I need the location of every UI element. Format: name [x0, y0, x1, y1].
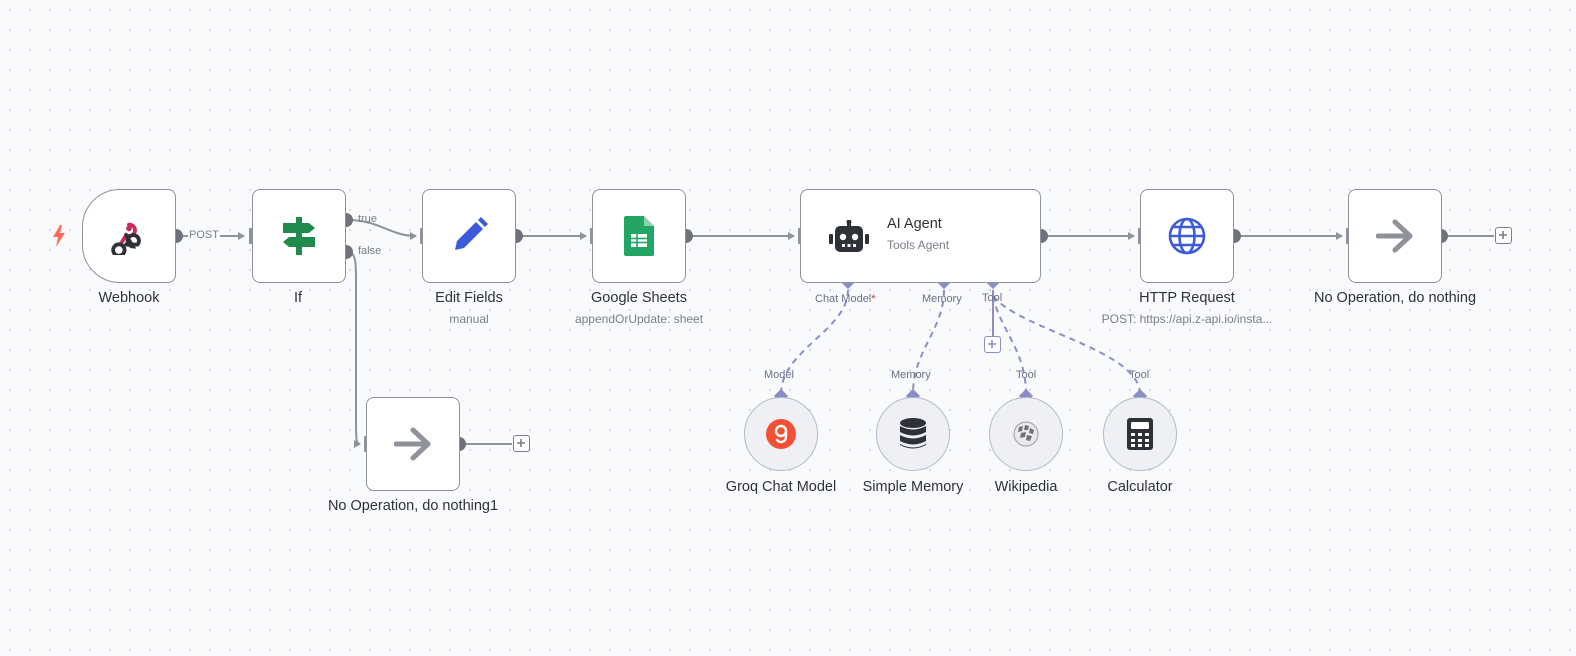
- globe-icon: [1167, 216, 1207, 256]
- node-edit-fields-label: Edit Fields: [435, 290, 503, 306]
- node-simple-memory-label: Simple Memory: [862, 479, 964, 495]
- required-mark: *: [871, 293, 876, 305]
- wire-agent-wikipedia[interactable]: [992, 295, 1027, 395]
- node-calculator-label: Calculator: [1107, 479, 1173, 495]
- node-if-label: If: [293, 290, 303, 306]
- signpost-icon: [279, 215, 319, 257]
- plus-icon: [517, 439, 525, 447]
- node-google-sheets-label: Google Sheets: [591, 290, 687, 306]
- calculator-icon: [1127, 418, 1153, 450]
- arrow-right-icon: [394, 427, 432, 461]
- node-ai-agent[interactable]: AI Agent Tools Agent: [800, 189, 1041, 283]
- calculator-port-label: Tool: [1129, 369, 1150, 381]
- node-ai-agent-subtitle: Tools Agent: [887, 238, 950, 252]
- add-tool-button[interactable]: [984, 336, 1001, 353]
- node-no-operation[interactable]: [1348, 189, 1442, 283]
- arrow-right-icon: [1376, 219, 1414, 253]
- groq-icon: [765, 418, 797, 450]
- node-http-request[interactable]: [1140, 189, 1234, 283]
- conn-label-post: POST: [188, 229, 220, 241]
- memory-port-label: Memory: [891, 369, 931, 381]
- database-icon: [899, 418, 927, 450]
- wire-if-true-edit-fields[interactable]: [346, 219, 417, 240]
- node-webhook[interactable]: [82, 189, 176, 283]
- wikipedia-globe-icon: [1013, 421, 1039, 447]
- wire-agent-calculator[interactable]: [992, 295, 1141, 395]
- node-ai-agent-label: AI Agent: [887, 216, 942, 232]
- node-edit-fields[interactable]: [422, 189, 516, 283]
- google-sheets-icon: [624, 216, 654, 256]
- node-if[interactable]: [252, 189, 346, 283]
- node-google-sheets[interactable]: [592, 189, 686, 283]
- agent-port-chat-model-label: Chat Model*: [815, 293, 876, 305]
- add-node-after-noop-button[interactable]: [1495, 227, 1512, 244]
- groq-port-label: Model: [764, 369, 794, 381]
- node-webhook-label: Webhook: [98, 290, 160, 306]
- node-no-operation-1-label: No Operation, do nothing1: [327, 498, 499, 514]
- trigger-bolt-icon: [52, 225, 66, 252]
- node-groq-chat-model[interactable]: [744, 397, 818, 471]
- node-http-request-subtitle: POST: https://api.z-api.io/insta...: [1101, 312, 1273, 326]
- plus-icon: [1499, 231, 1507, 239]
- add-node-after-noop1-button[interactable]: [513, 435, 530, 452]
- node-simple-memory[interactable]: [876, 397, 950, 471]
- node-google-sheets-subtitle: appendOrUpdate: sheet: [574, 312, 704, 326]
- node-groq-label: Groq Chat Model: [725, 479, 837, 495]
- agent-port-tool-label: Tool: [982, 292, 1003, 304]
- wire-agent-memory[interactable]: [912, 289, 945, 395]
- node-wikipedia-label: Wikipedia: [994, 479, 1058, 495]
- plus-icon: [988, 340, 996, 348]
- node-wikipedia[interactable]: [989, 397, 1063, 471]
- wikipedia-port-label: Tool: [1016, 369, 1037, 381]
- agent-port-memory-label: Memory: [922, 293, 962, 305]
- node-http-request-label: HTTP Request: [1139, 290, 1235, 306]
- wire-agent-groq[interactable]: [780, 289, 849, 395]
- node-no-operation-label: No Operation, do nothing: [1313, 290, 1477, 306]
- node-calculator[interactable]: [1103, 397, 1177, 471]
- agent-text-block: AI Agent Tools Agent: [887, 216, 949, 252]
- pencil-icon: [449, 216, 489, 256]
- node-edit-fields-subtitle: manual: [449, 312, 489, 326]
- node-no-operation-1[interactable]: [366, 397, 460, 491]
- robot-icon: [829, 220, 869, 254]
- chat-model-text: Chat Model: [815, 293, 872, 305]
- if-false-label: false: [358, 245, 382, 257]
- webhook-icon: [110, 217, 148, 255]
- wire-if-false-noop1[interactable]: [346, 251, 361, 448]
- if-true-label: true: [358, 213, 377, 225]
